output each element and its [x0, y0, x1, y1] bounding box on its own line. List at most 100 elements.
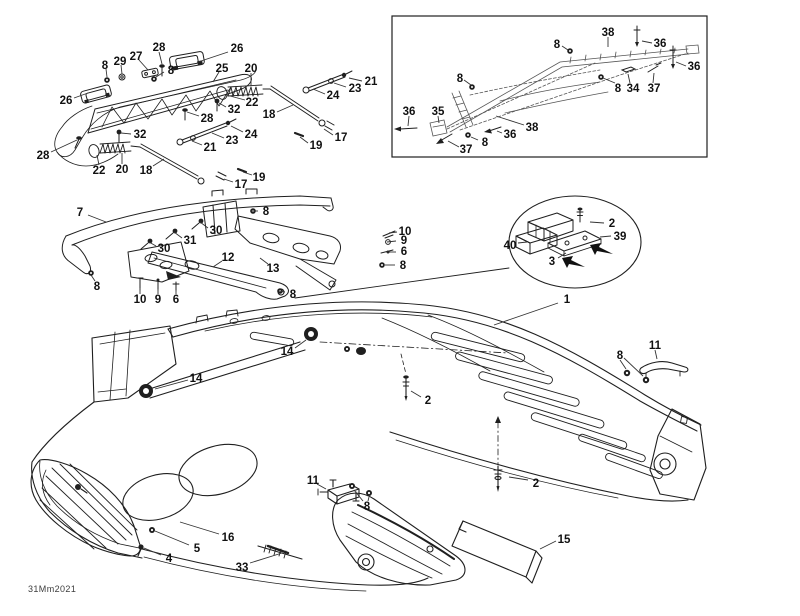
- callout-35: 35: [432, 106, 445, 118]
- running-board-opening: [178, 443, 258, 497]
- callout-leader: [386, 240, 397, 243]
- spring-pin-33: [257, 544, 303, 560]
- callout-leader: [654, 349, 658, 360]
- callout-leader: [212, 260, 223, 268]
- callout-leader: [437, 115, 440, 124]
- spring-bottom: [88, 141, 141, 158]
- callout-leader: [675, 61, 687, 67]
- bolts-28: [74, 64, 188, 149]
- callout-leader: [557, 252, 567, 259]
- mount-grommets: [139, 327, 366, 398]
- callout-6: 6: [401, 246, 407, 258]
- callout-leader: [154, 530, 190, 546]
- callout-8: 8: [482, 137, 489, 149]
- callout-leader: [191, 140, 203, 146]
- center-bracket: [202, 200, 241, 238]
- callout-27: 27: [130, 51, 143, 63]
- callout-leader: [152, 158, 165, 167]
- callout-1: 1: [564, 294, 571, 306]
- callout-29: 29: [114, 56, 127, 68]
- callout-leader: [223, 178, 234, 183]
- callout-20: 20: [116, 164, 129, 176]
- callout-23: 23: [226, 135, 239, 147]
- callout-8: 8: [457, 73, 464, 85]
- callout-36: 36: [504, 129, 517, 141]
- callout-leader: [323, 128, 334, 136]
- callout-3: 3: [549, 256, 555, 268]
- callout-24: 24: [245, 129, 258, 141]
- callout-37: 37: [460, 144, 473, 156]
- callout-leader: [96, 154, 100, 166]
- callout-8: 8: [617, 350, 624, 362]
- callout-36: 36: [403, 106, 416, 118]
- callout-leader: [407, 115, 410, 127]
- callout-leader: [218, 102, 227, 108]
- screw-2-inset: [576, 207, 584, 223]
- callout-9: 9: [401, 235, 407, 247]
- callout-leader: [211, 132, 225, 139]
- callout-leader: [470, 136, 479, 141]
- callout-leader: [148, 241, 157, 247]
- callout-26: 26: [231, 43, 244, 55]
- callout-leader: [599, 235, 612, 238]
- callout-8: 8: [168, 65, 175, 77]
- callout-31: 31: [184, 235, 197, 247]
- bolt-4: [138, 544, 144, 550]
- tunnel-vents: [249, 331, 663, 480]
- inset-border: [391, 15, 708, 158]
- callout-leader: [230, 125, 244, 133]
- callout-leader: [447, 140, 460, 148]
- main-frame-body: [30, 301, 707, 592]
- callout-leader: [242, 171, 253, 176]
- callout-28: 28: [37, 150, 50, 162]
- callout-18: 18: [263, 109, 276, 121]
- callout-9: 9: [155, 294, 161, 306]
- callout-8: 8: [94, 281, 101, 293]
- inset-pointer-line: [294, 267, 510, 299]
- callout-leader: [517, 241, 528, 244]
- callout-leader: [259, 257, 269, 265]
- callout-21: 21: [365, 76, 378, 88]
- callout-leader: [154, 379, 189, 390]
- bold-arrow-icon: [590, 243, 613, 255]
- callout-leader: [249, 552, 283, 564]
- callout-36: 36: [654, 38, 667, 50]
- screw-2-bottom: [493, 416, 503, 492]
- callout-leader: [316, 483, 327, 490]
- callout-leader: [143, 547, 162, 556]
- callout-23: 23: [349, 83, 362, 95]
- callout-leader: [493, 302, 559, 326]
- callout-28: 28: [153, 42, 166, 54]
- callout-leader: [50, 139, 78, 153]
- callout-leader: [197, 51, 229, 63]
- callout-leader: [333, 82, 347, 88]
- pad-26-top: [169, 51, 205, 71]
- callout-34: 34: [627, 83, 640, 95]
- callout-leader: [652, 72, 655, 84]
- support-arm-13: [234, 215, 341, 291]
- callout-leader: [73, 92, 89, 99]
- callout-leader: [278, 290, 286, 293]
- rear-axle-bracket: [649, 408, 707, 501]
- side-panel-15: [451, 520, 543, 584]
- callout-leader: [619, 359, 627, 370]
- callout-leader: [623, 357, 644, 377]
- rear-bumper-assembly: [54, 51, 353, 185]
- handle-11-right: [623, 361, 689, 384]
- callout-leader: [90, 274, 96, 282]
- callout-leader: [173, 231, 183, 239]
- callout-leader: [87, 214, 107, 223]
- callout-8: 8: [615, 83, 622, 95]
- callout-leader: [299, 136, 309, 144]
- callout-leader: [229, 95, 246, 101]
- callout-8: 8: [554, 39, 561, 51]
- callout-leader: [410, 390, 422, 398]
- callout-11: 11: [307, 475, 320, 487]
- callout-21: 21: [204, 142, 217, 154]
- callout-22: 22: [93, 165, 106, 177]
- callout-5: 5: [194, 543, 201, 555]
- figure-code: 31Mm2021: [28, 584, 76, 594]
- callout-leader: [508, 476, 529, 481]
